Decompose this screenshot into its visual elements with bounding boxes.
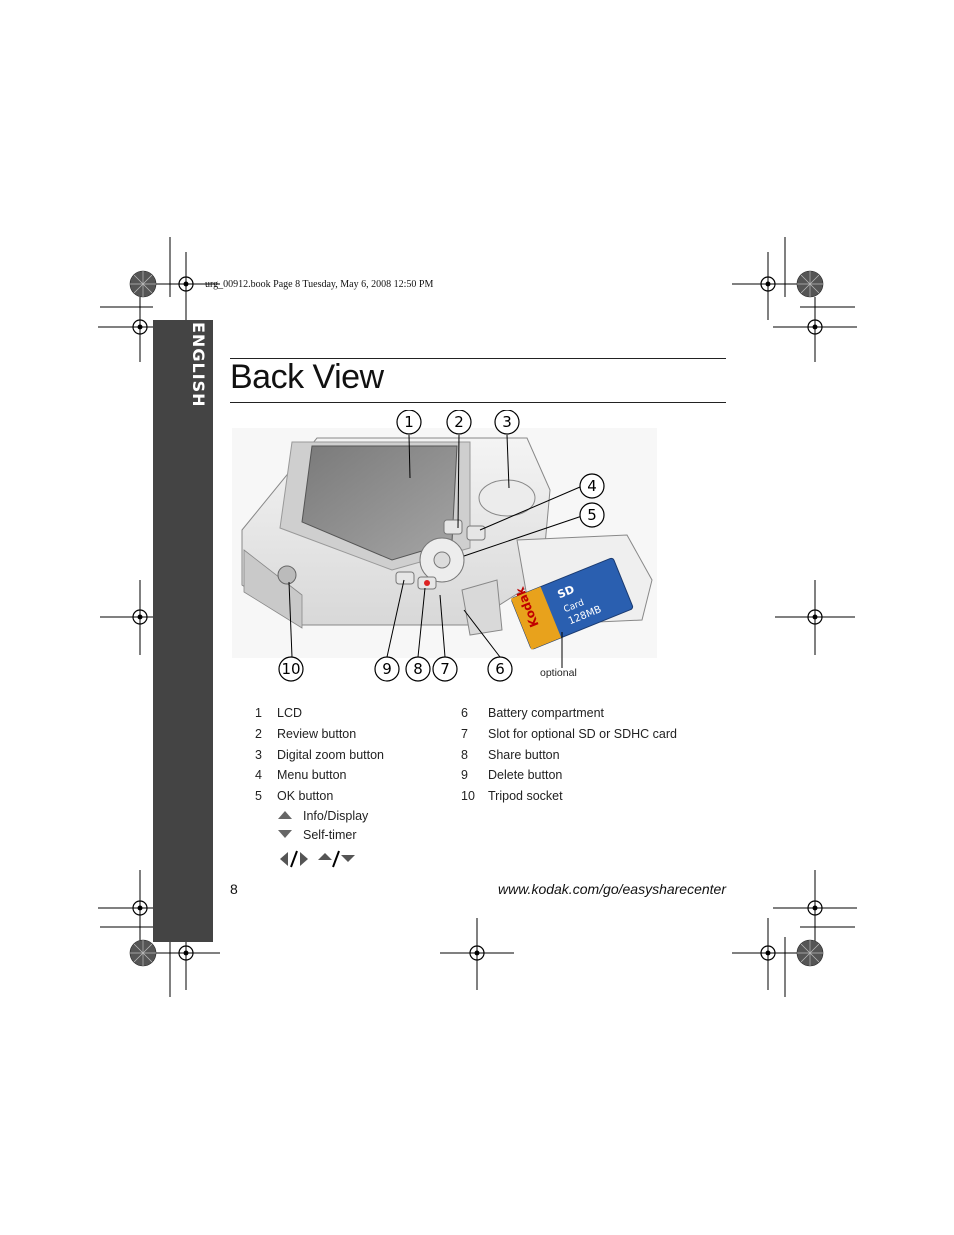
- callout-9: 9: [382, 660, 392, 678]
- page-title: Back View: [230, 358, 384, 396]
- legend-label: Share button: [488, 748, 560, 762]
- legend-num: 1: [255, 706, 262, 720]
- callout-6: 6: [495, 660, 505, 678]
- info-display-label: Info/Display: [303, 809, 369, 823]
- up-down-triangle-icons: [278, 811, 292, 838]
- legend-label: Review button: [277, 727, 357, 741]
- callout-8: 8: [413, 660, 423, 678]
- title-rule-bottom: [230, 402, 726, 403]
- callout-leaders: [288, 434, 583, 668]
- legend-num: 4: [255, 768, 262, 782]
- page-number: 8: [230, 881, 238, 897]
- legend-label: Slot for optional SD or SDHC card: [488, 727, 677, 741]
- legend-label: Digital zoom button: [277, 748, 385, 762]
- zoom-button: [478, 479, 536, 517]
- legend-num: 5: [255, 789, 262, 803]
- up-arrow-icon: [318, 853, 332, 860]
- up-triangle-icon: [278, 811, 292, 819]
- callout-7: 7: [440, 660, 450, 678]
- down-triangle-icon: [278, 830, 292, 838]
- ok-button: [433, 551, 451, 569]
- legend-num: 9: [461, 768, 468, 782]
- legend-label: Tripod socket: [488, 789, 563, 803]
- callout-2: 2: [454, 413, 464, 431]
- print-slug: urg_00912.book Page 8 Tuesday, May 6, 20…: [205, 279, 434, 290]
- menu-button: [466, 525, 486, 541]
- legend-num: 7: [461, 727, 468, 741]
- legend-num: 8: [461, 748, 468, 762]
- footer-url-link[interactable]: www.kodak.com/go/easysharecenter: [498, 881, 726, 897]
- review-button: [443, 519, 463, 535]
- legend-label: LCD: [277, 706, 303, 720]
- legend-label: OK button: [277, 789, 334, 803]
- title-rule-top: [230, 358, 726, 359]
- legend-num: 3: [255, 748, 262, 762]
- right-arrow-icon: [300, 852, 308, 866]
- legend-label: Delete button: [488, 768, 563, 782]
- down-arrow-icon: [341, 855, 355, 862]
- delete-button: [395, 571, 415, 585]
- sd-card: Kodak SD Card 128MB: [510, 557, 634, 650]
- language-sidebar: [153, 320, 213, 942]
- sd-card-logo: SD: [556, 583, 577, 601]
- tripod-socket: [277, 565, 297, 585]
- left-arrow-icon: [280, 852, 288, 866]
- navigation-arrows-icon: [280, 850, 355, 868]
- legend-num: 10: [461, 789, 475, 803]
- callout-1: 1: [404, 413, 414, 431]
- camera-back-figure: Kodak SD Card 128MB 1 2 3 4 5 6 7 8 9 10: [232, 410, 657, 682]
- self-timer-label: Self-timer: [303, 828, 357, 842]
- language-label: ENGLISH: [189, 322, 208, 408]
- callout-10: 10: [281, 660, 300, 678]
- legend-num: 2: [255, 727, 262, 741]
- legend-label: Menu button: [277, 768, 347, 782]
- callout-4: 4: [587, 477, 597, 495]
- legend-label: Battery compartment: [488, 706, 605, 720]
- share-button-dot: [424, 580, 430, 586]
- legend-num: 6: [461, 706, 468, 720]
- callout-5: 5: [587, 506, 597, 524]
- optional-label: optional: [540, 667, 577, 679]
- callout-3: 3: [502, 413, 512, 431]
